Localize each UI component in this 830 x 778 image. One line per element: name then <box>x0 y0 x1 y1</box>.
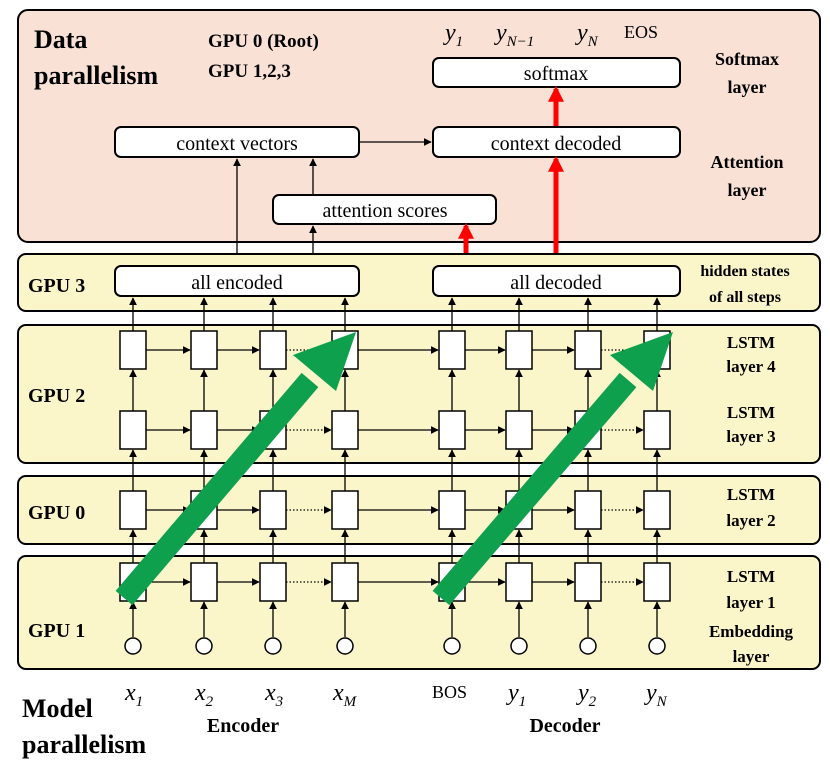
output-y1: y1 <box>443 20 463 50</box>
lstm-layer3-label-2: layer 3 <box>726 427 775 446</box>
lstm-layer2-label-2: layer 2 <box>726 511 775 530</box>
input-x3: x3 <box>264 680 283 710</box>
decoder-label: Decoder <box>529 715 600 737</box>
lstm-cell-layer1 <box>190 562 218 602</box>
decoder-inputs: y1 y2 yN <box>506 680 668 710</box>
lstm-cell-layer2 <box>331 490 359 530</box>
embedding-layer-label-1: Embedding <box>709 622 794 641</box>
gpu-root-label: GPU 0 (Root) <box>208 31 319 52</box>
attention-layer-label-2: layer <box>728 180 767 200</box>
gpu0-label: GPU 0 <box>28 502 85 524</box>
data-parallelism-title-1: Data <box>34 25 87 54</box>
output-labels: y1 yN−1 yN EOS <box>443 20 658 50</box>
input-bos: BOS <box>432 682 467 702</box>
lstm-layer3-label-1: LSTM <box>727 403 775 422</box>
lstm-cell-layer2 <box>259 490 287 530</box>
input-x2: x2 <box>194 680 214 710</box>
attention-layer-label-1: Attention <box>711 152 784 172</box>
lstm-cell-layer3 <box>331 410 359 450</box>
embedding-node <box>648 637 666 655</box>
lstm-layer4-label-1: LSTM <box>727 333 775 352</box>
lstm-cell-layer4 <box>119 330 147 370</box>
gpu3-label: GPU 3 <box>28 275 85 297</box>
lstm-cell-layer4 <box>438 330 466 370</box>
gpu1-band <box>17 555 821 670</box>
all-decoded-box <box>432 265 681 297</box>
lstm-cell-layer3 <box>505 410 533 450</box>
embedding-node <box>124 637 142 655</box>
hidden-states-label-1: hidden states <box>700 263 789 280</box>
context-decoded-label: context decoded <box>491 133 622 155</box>
lstm-grid <box>119 297 671 655</box>
embedding-node <box>443 637 461 655</box>
input-y2: y2 <box>576 680 597 710</box>
softmax-layer-label-1: Softmax <box>715 49 779 69</box>
lstm-cell-layer2 <box>574 490 602 530</box>
lstm-cell-layer3 <box>643 410 671 450</box>
attention-scores-label: attention scores <box>323 200 448 222</box>
encoder-pipeline-arrow <box>115 332 356 606</box>
lstm-cell-layer3 <box>119 410 147 450</box>
output-yn-1: yN−1 <box>494 20 534 50</box>
decoder-pipeline-arrow <box>432 332 673 606</box>
context-vectors-label: context vectors <box>176 133 298 155</box>
embedding-node <box>510 637 528 655</box>
lstm-cell-layer3 <box>438 410 466 450</box>
lstm-cell-layer4 <box>190 330 218 370</box>
lstm-cell-layer2 <box>643 490 671 530</box>
encoder-inputs: x1 x2 x3 xM <box>124 680 358 710</box>
input-y1: y1 <box>506 680 526 710</box>
lstm-cell-layer1 <box>574 562 602 602</box>
embedding-node <box>264 637 282 655</box>
lstm-layer2-label-1: LSTM <box>727 485 775 504</box>
gpu2-label: GPU 2 <box>28 385 85 407</box>
encoder-label: Encoder <box>207 715 279 737</box>
output-yn: yN <box>575 20 599 50</box>
output-eos: EOS <box>624 22 658 42</box>
all-encoded-box <box>114 265 360 297</box>
embedding-node <box>336 637 354 655</box>
lstm-cell-layer4 <box>505 330 533 370</box>
gpu-others-label: GPU 1,2,3 <box>208 61 291 82</box>
attention-scores-box <box>272 194 497 225</box>
all-encoded-label: all encoded <box>191 272 283 294</box>
lstm-cell-layer2 <box>119 490 147 530</box>
lstm-cell-layer1 <box>505 562 533 602</box>
lstm-layer1-label-2: layer 1 <box>726 593 775 612</box>
lstm-cell-layer1 <box>643 562 671 602</box>
lstm-cell-layer4 <box>574 330 602 370</box>
lstm-cell-layer1 <box>331 562 359 602</box>
input-xm: xM <box>332 680 358 710</box>
all-decoded-label: all decoded <box>510 272 602 294</box>
model-parallelism-title-1: Model <box>22 694 93 723</box>
lstm-cell-layer4 <box>259 330 287 370</box>
embedding-node <box>579 637 597 655</box>
lstm-layer4-label-2: layer 4 <box>726 357 776 376</box>
lstm-cell-layer2 <box>438 490 466 530</box>
model-parallelism-title-2: parallelism <box>22 730 147 759</box>
hidden-states-label-2: of all steps <box>709 289 781 306</box>
lstm-layer1-label-1: LSTM <box>727 567 775 586</box>
gpu1-label: GPU 1 <box>28 620 85 642</box>
softmax-label: softmax <box>524 63 588 85</box>
input-x1: x1 <box>124 680 143 710</box>
embedding-layer-label-2: layer <box>733 647 770 666</box>
embedding-node <box>195 637 213 655</box>
data-parallelism-title-2: parallelism <box>34 61 159 90</box>
softmax-layer-label-2: layer <box>728 77 767 97</box>
lstm-cell-layer3 <box>190 410 218 450</box>
input-yn: yN <box>644 680 668 710</box>
lstm-cell-layer1 <box>259 562 287 602</box>
